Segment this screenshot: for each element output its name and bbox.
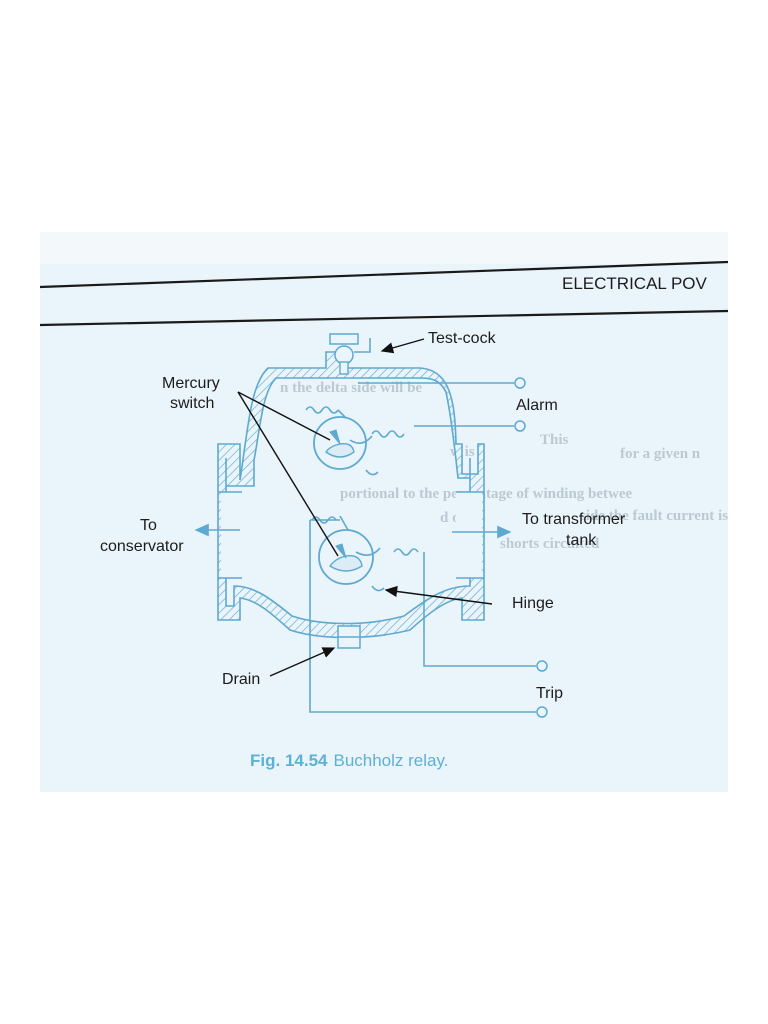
alarm-terminal-bottom: [514, 420, 526, 432]
trip-terminal-bottom: [536, 706, 548, 718]
left-pipe-opening: [221, 492, 243, 578]
header-rule-top: [39, 260, 729, 289]
test-cock-valve: [329, 333, 371, 375]
figure-number: Fig. 14.54: [250, 751, 328, 770]
alarm-wiring: [358, 382, 514, 427]
svg-text:This: This: [540, 432, 569, 448]
bleed-through-text: n the delta side will be w is This for a…: [280, 380, 728, 552]
svg-text:for a given n: for a given n: [620, 446, 701, 462]
svg-text:portional to the percentage of: portional to the percentage of winding b…: [340, 486, 633, 502]
label-alarm: Alarm: [516, 397, 558, 414]
lower-float-trip: [311, 515, 419, 592]
svg-text:shorts circuited: shorts circuited: [500, 536, 600, 552]
trip-spring-right: [393, 548, 419, 556]
upper-float-alarm: [305, 406, 405, 476]
upper-spring-coil: [305, 406, 339, 414]
label-hinge: Hinge: [512, 595, 554, 612]
page-top-strip: [40, 232, 728, 264]
hinge-pointer: [384, 585, 493, 605]
trip-spring-left: [311, 516, 337, 524]
label-drain: Drain: [222, 671, 260, 688]
drain-pointer: [269, 647, 336, 677]
trip-wiring: [309, 519, 536, 713]
mercury-pointer-lower: [237, 391, 339, 557]
label-mercury-switch-line1: Mercury: [162, 375, 220, 392]
figure-title: Buchholz relay.: [333, 751, 448, 770]
alarm-terminal-top: [514, 377, 526, 389]
alarm-spring-coil: [371, 430, 405, 438]
running-title: ELECTRICAL POV: [562, 274, 708, 293]
figure-caption: Fig. 14.54 Buchholz relay.: [250, 751, 448, 770]
svg-text:n the delta side will be: n the delta side will be: [280, 380, 422, 396]
label-test-cock: Test-cock: [428, 330, 497, 347]
label-mercury-switch-line2: switch: [170, 395, 214, 412]
label-to-transformer-line2: tank: [566, 532, 597, 549]
right-pipe-opening: [456, 492, 482, 578]
trip-terminal-top: [536, 660, 548, 672]
label-to-conservator-line1: To: [140, 517, 157, 534]
label-to-transformer-line1: To transformer: [522, 511, 626, 528]
mercury-pointer-upper: [237, 391, 331, 441]
label-trip: Trip: [536, 685, 563, 702]
header-rule-bottom: [39, 309, 729, 327]
page-background: [40, 232, 728, 792]
svg-text:side the fault current is: side the fault current is: [580, 508, 728, 524]
test-cock-pointer: [380, 338, 425, 354]
relay-housing: [217, 351, 485, 639]
label-to-conservator-line2: conservator: [100, 538, 184, 555]
